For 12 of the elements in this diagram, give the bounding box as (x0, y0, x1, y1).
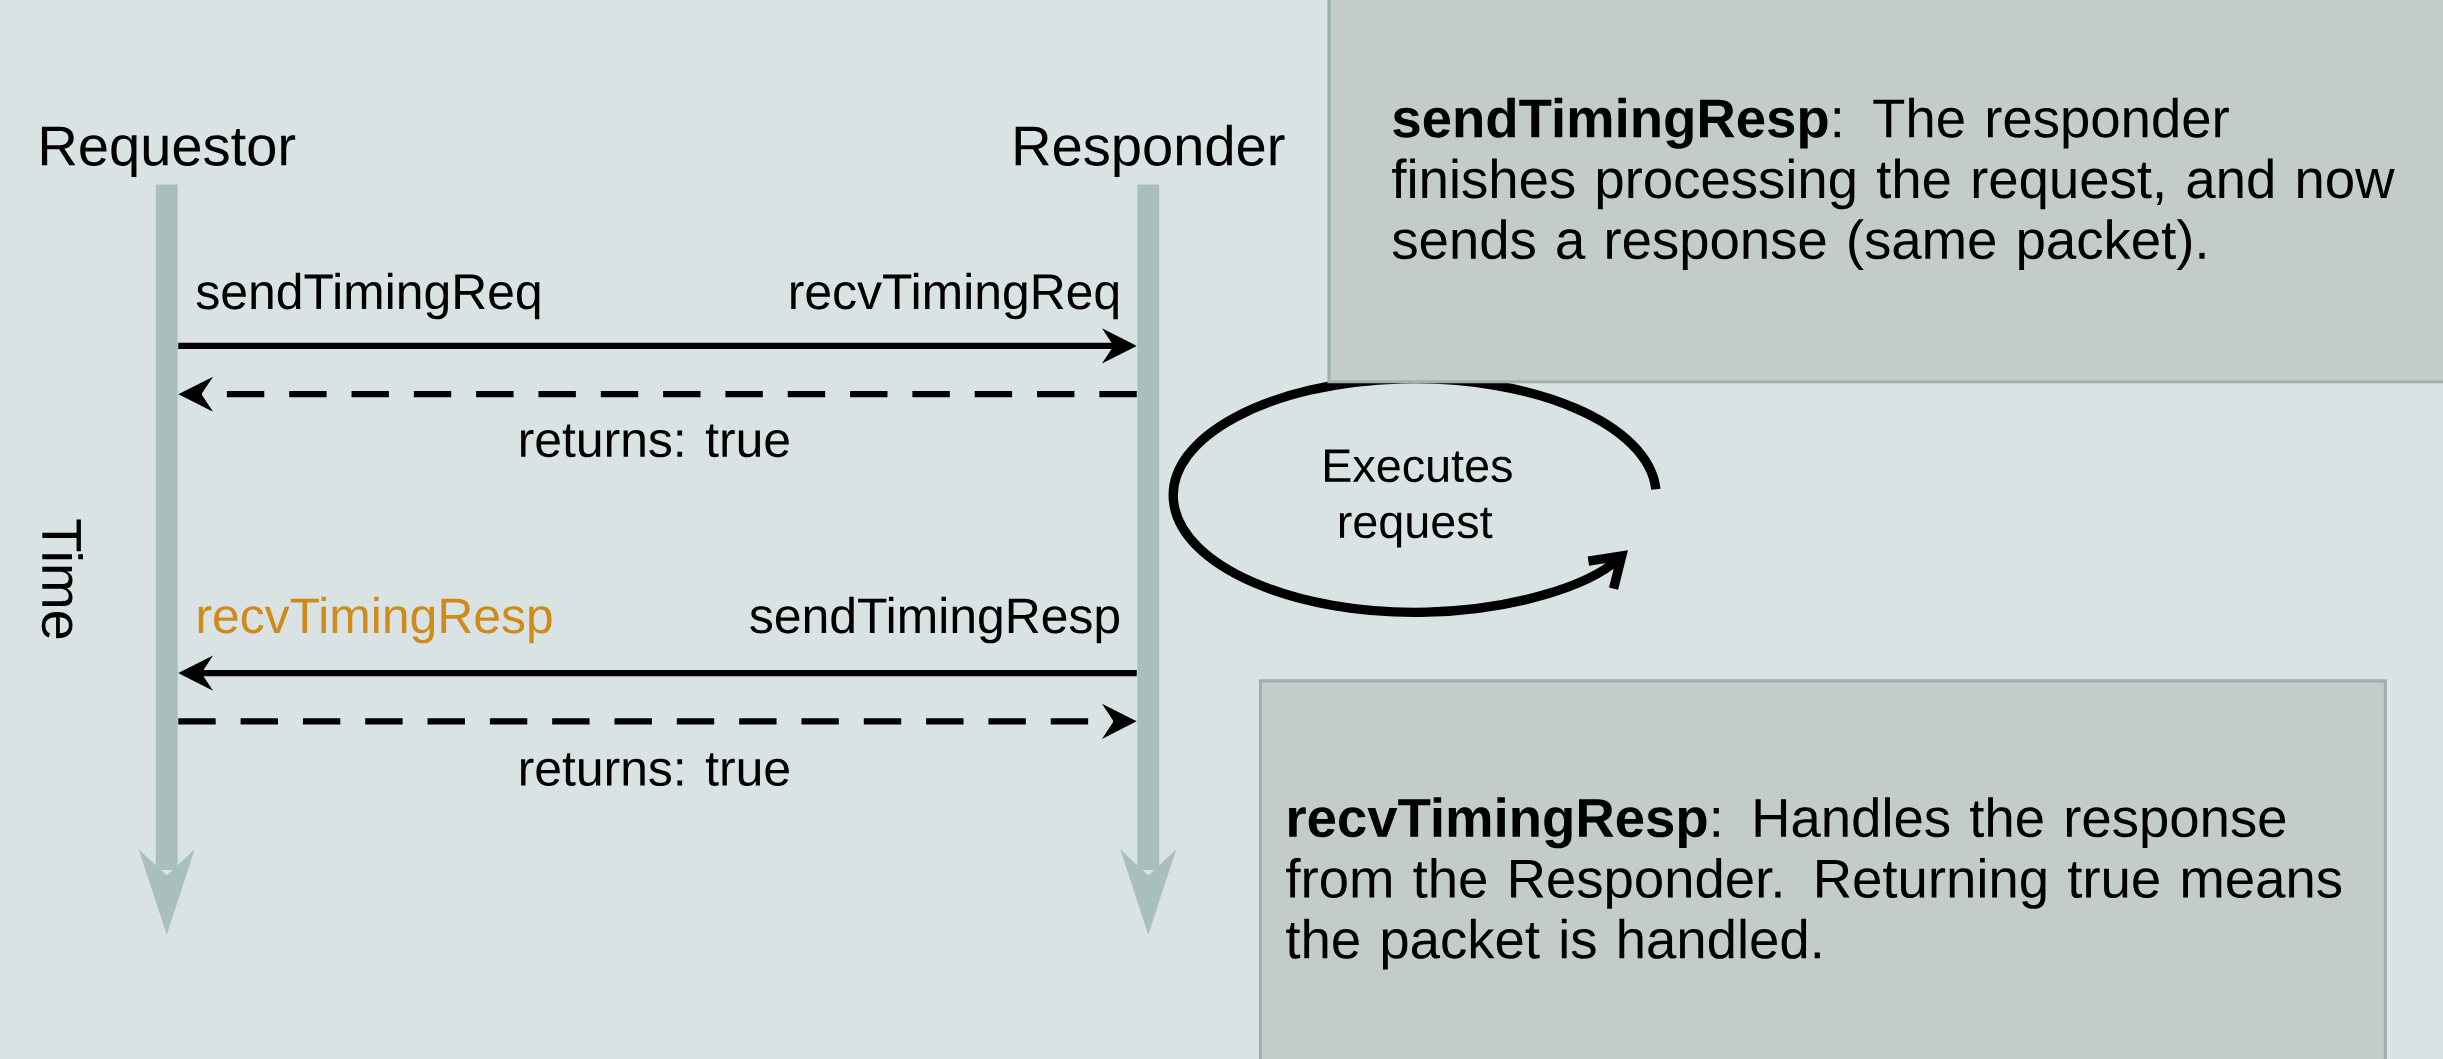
node-label: Requestor (41, 126, 296, 177)
edge-label: returns: true (521, 753, 789, 786)
node-label: Responder (1015, 124, 1285, 177)
callout-box: recvTimingResp: Handles the response from the Responder. Returning true means the packet is handled. (1258, 679, 2387, 1059)
function-name: recvTimingResp (198, 596, 552, 644)
callout-box: sendTimingResp: The responder finishes processing the request, and now sends a response (same packet). (1327, 0, 2443, 384)
function-name: recvTimingReq (791, 272, 1118, 320)
edge-label: returns: true (521, 424, 789, 458)
function-name: sendTimingReq (196, 272, 540, 320)
axis-label: Time (41, 519, 83, 639)
step-text: Executes request (1325, 449, 1512, 548)
function-name: sendTimingResp (750, 596, 1119, 644)
